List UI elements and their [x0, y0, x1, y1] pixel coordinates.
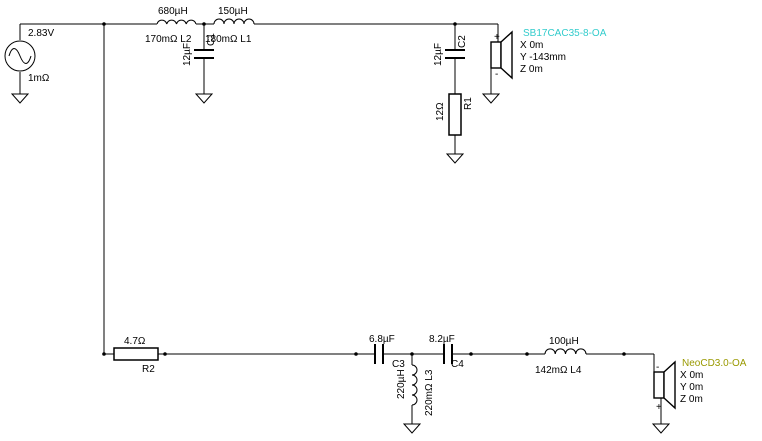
capacitor-c4[interactable]: 8.2µF C4 [429, 334, 464, 370]
resistor-r2[interactable]: 4.7Ω R2 [113, 336, 159, 375]
ground-icon [651, 423, 671, 434]
junction-dot [354, 352, 358, 356]
woofer-x: X 0m [520, 40, 543, 51]
inductor-l2[interactable]: 680µH 170mΩ L2 [145, 6, 197, 45]
c2-name: C2 [457, 35, 468, 48]
ground-icon [10, 93, 30, 104]
coil-icon [411, 364, 418, 406]
inductor-l4[interactable]: 100µH 142mΩ L4 [535, 336, 587, 376]
capacitor-c2[interactable]: 12µF C2 [433, 35, 468, 66]
junction-dot [622, 352, 626, 356]
l1-value: 150µH [218, 6, 248, 17]
junction-dot [410, 352, 414, 356]
coil-icon [156, 19, 197, 25]
junction-dot [163, 352, 167, 356]
c2-value: 12µF [433, 43, 444, 66]
junction-dot [453, 22, 457, 26]
tweeter-z: Z 0m [680, 394, 703, 405]
resistor-r1[interactable]: 12Ω R1 [435, 93, 474, 136]
ground-icon [194, 93, 214, 104]
source-voltage: 2.83V [28, 28, 54, 39]
ground-icon [402, 423, 422, 434]
ground-icon [445, 153, 465, 164]
woofer-y: Y -143mm [520, 52, 566, 63]
r2-name: R2 [142, 364, 155, 375]
ground-icon [481, 93, 501, 104]
c4-value: 8.2µF [429, 334, 455, 345]
grounds [10, 93, 671, 434]
wires [19, 23, 662, 424]
capacitor-c1[interactable]: 12µF C1 [182, 33, 217, 66]
tweeter-name: NeoCD3.0-OA [682, 358, 747, 369]
r2-value: 4.7Ω [124, 336, 146, 347]
woofer-z: Z 0m [520, 64, 543, 75]
tweeter-minus: - [656, 362, 659, 373]
junction-dot [469, 352, 473, 356]
r1-value: 12Ω [435, 102, 446, 121]
l3-detail: 220mΩ L3 [424, 369, 435, 416]
c3-name: C3 [392, 359, 405, 370]
l4-value: 100µH [549, 336, 579, 347]
junction-dot [525, 352, 529, 356]
junctions [102, 22, 626, 356]
speaker-cone-icon [663, 360, 676, 410]
coil-icon [544, 348, 587, 355]
l1-detail: 180mΩ L1 [205, 34, 252, 45]
c1-value: 12µF [182, 43, 193, 66]
c3-value: 6.8µF [369, 334, 395, 345]
source-resistance: 1mΩ [28, 73, 50, 84]
tweeter-x: X 0m [680, 370, 703, 381]
speaker-icon [490, 41, 502, 69]
l2-detail: 170mΩ L2 [145, 34, 192, 45]
l3-value: 220µH [396, 369, 407, 399]
c1-name: C1 [206, 33, 217, 46]
capacitor-c3[interactable]: 6.8µF C3 [369, 334, 405, 370]
woofer-plus: + [494, 32, 500, 43]
woofer-name: SB17CAC35-8-OA [523, 28, 607, 39]
c4-name: C4 [451, 359, 464, 370]
inductor-l3[interactable]: 220µH 220mΩ L3 [396, 364, 435, 416]
r1-name: R1 [463, 97, 474, 110]
woofer-driver[interactable]: + - SB17CAC35-8-OA X 0m Y -143mm Z 0m [490, 28, 607, 80]
speaker-icon [653, 371, 665, 399]
sine-wave-icon [8, 48, 32, 64]
coil-icon [213, 18, 255, 25]
tweeter-plus: + [656, 402, 662, 413]
junction-dot [102, 22, 106, 26]
tweeter-driver[interactable]: - + NeoCD3.0-OA X 0m Y 0m Z 0m [653, 358, 747, 413]
inductor-l1[interactable]: 150µH 180mΩ L1 [205, 6, 255, 45]
woofer-minus: - [495, 69, 498, 80]
junction-dot [202, 22, 206, 26]
speaker-cone-icon [500, 30, 513, 80]
l2-value: 680µH [158, 6, 188, 17]
l4-detail: 142mΩ L4 [535, 365, 582, 376]
tweeter-y: Y 0m [680, 382, 703, 393]
junction-dot [102, 352, 106, 356]
voltage-source[interactable]: 2.83V 1mΩ [4, 28, 54, 84]
